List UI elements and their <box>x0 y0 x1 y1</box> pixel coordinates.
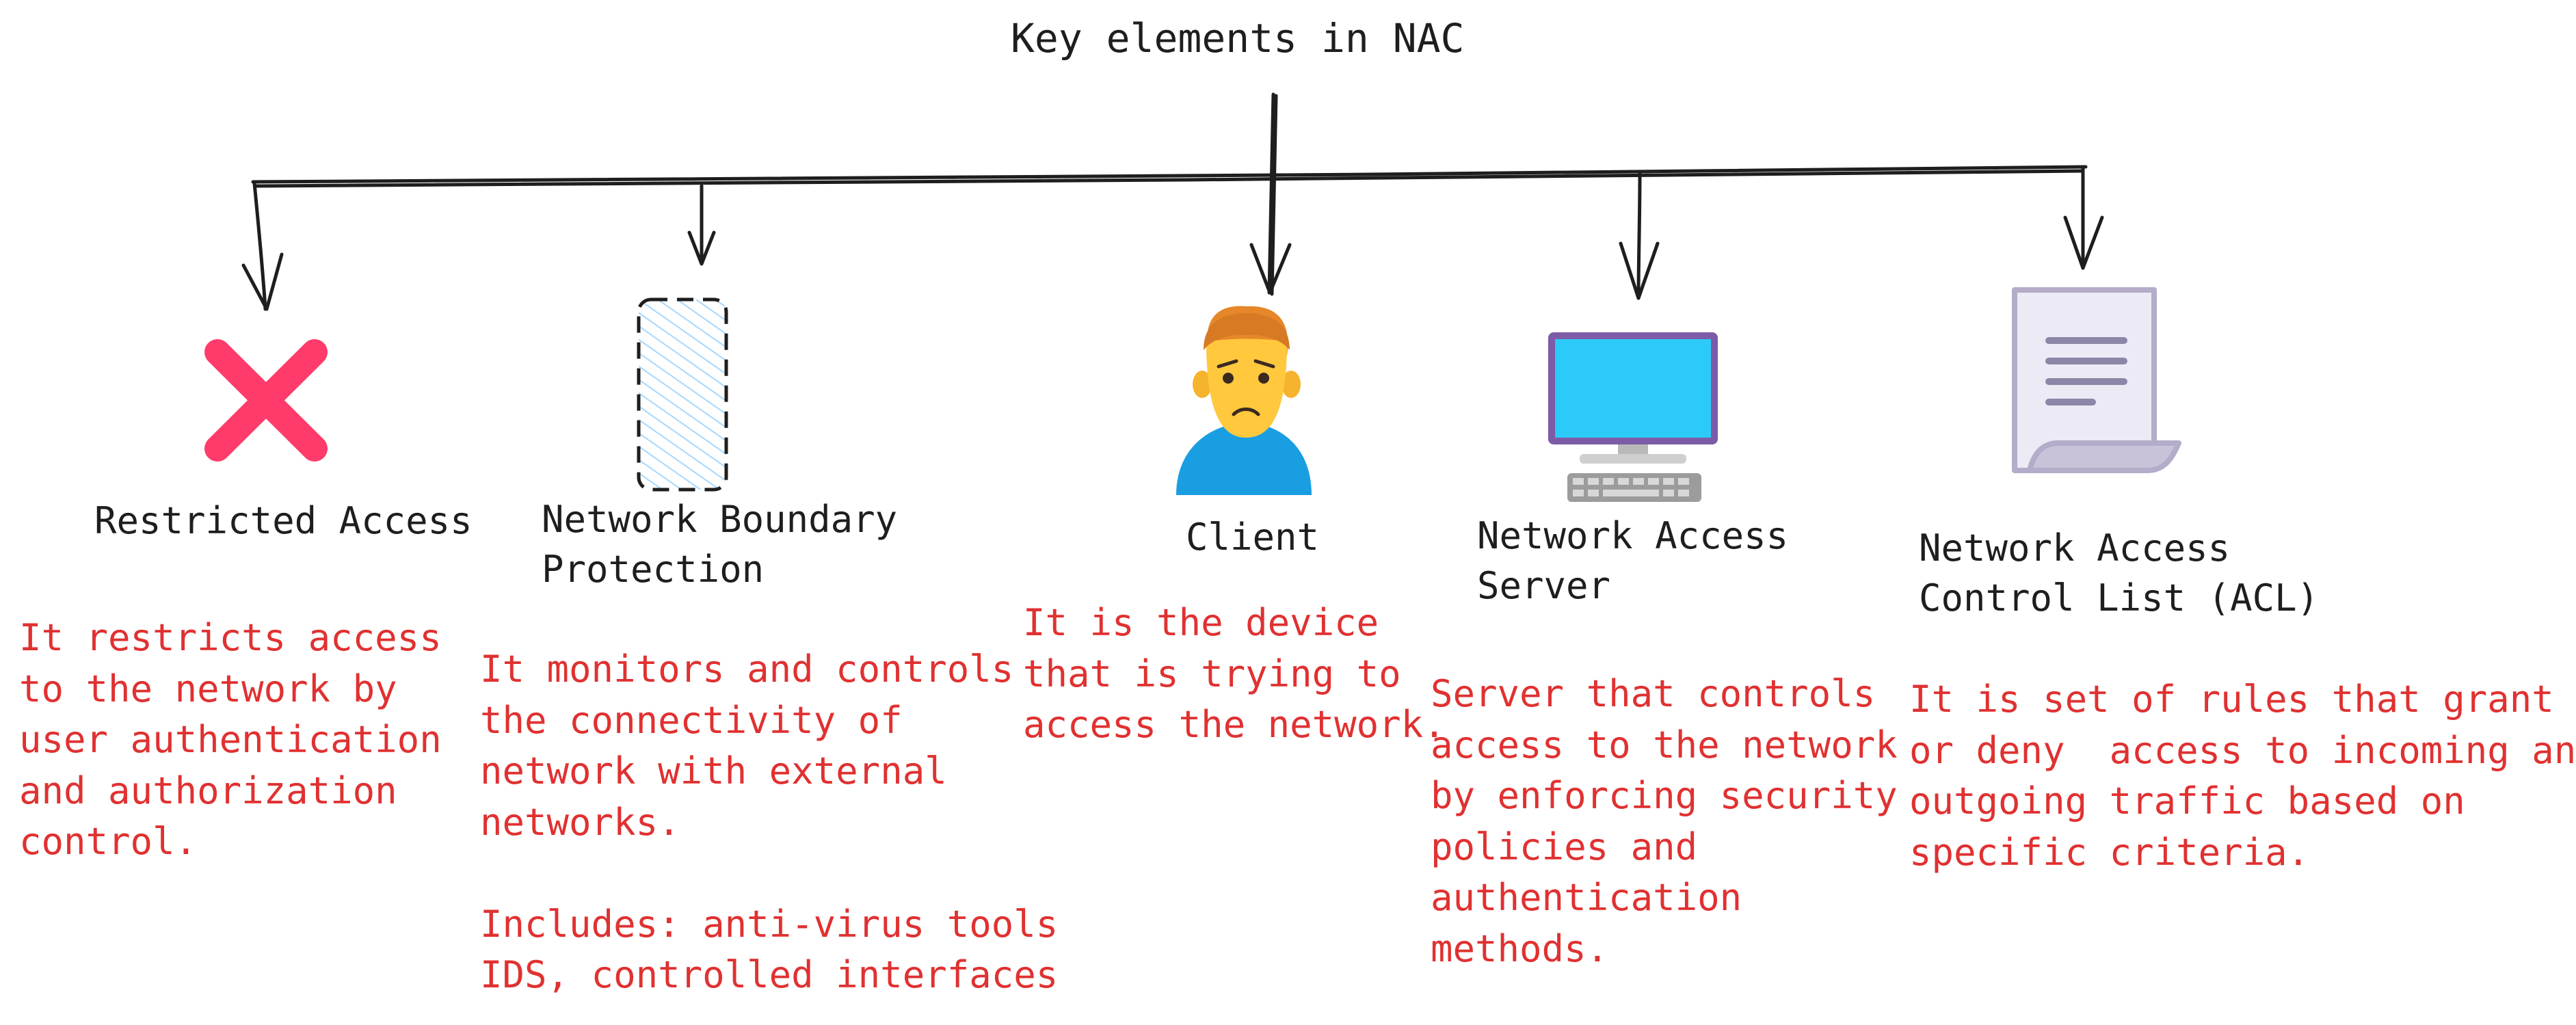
node-label-client: Client <box>1186 516 1320 559</box>
boundary-rectangle-icon <box>637 297 728 492</box>
arrowhead-boundary <box>687 230 716 266</box>
arrowhead-server <box>1619 241 1660 300</box>
node-description-acl: It is set of rules that grant or deny ac… <box>1909 678 2576 874</box>
node-description-restricted-access: It restricts access to the network by us… <box>19 616 442 864</box>
connector-restricted-access <box>252 181 267 311</box>
node-description-network-access-server: Server that controls access to the netwo… <box>1431 672 1898 970</box>
connector-title-down <box>1267 92 1278 296</box>
node-label-network-boundary-protection: Network Boundary Protection <box>542 498 898 591</box>
connector-horizontal <box>251 165 2088 188</box>
node-label-restricted-access: Restricted Access <box>94 499 473 542</box>
arrowhead-restricted-access <box>241 252 284 311</box>
connector-server <box>1636 170 1642 300</box>
diagram-title: Key elements in NAC <box>1011 15 1465 62</box>
node-description-network-boundary-protection: It monitors and controls the connectivit… <box>480 648 1059 997</box>
x-mark-icon <box>204 339 328 462</box>
node-label-acl: Network Access Control List (ACL) <box>1919 527 2320 620</box>
node-label-network-access-server: Network Access Server <box>1477 514 1789 607</box>
desktop-computer-icon <box>1548 332 1718 502</box>
document-icon <box>2012 287 2181 473</box>
arrowhead-acl <box>2063 215 2104 270</box>
person-icon <box>1176 306 1312 495</box>
node-description-client: It is the device that is trying to acces… <box>1023 601 1446 747</box>
arrowhead-client <box>1249 243 1292 295</box>
